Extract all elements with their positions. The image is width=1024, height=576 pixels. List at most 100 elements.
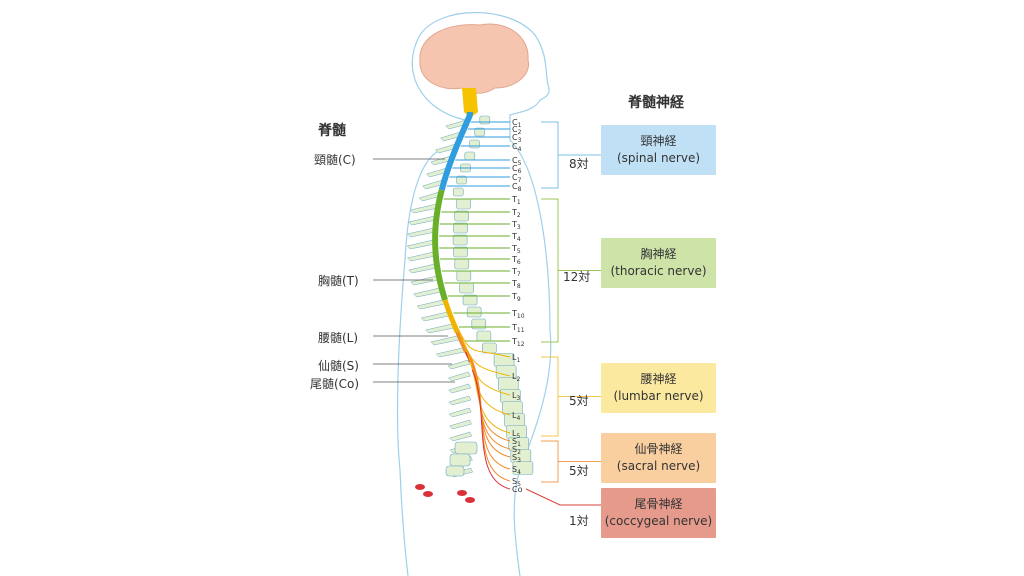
vertebra bbox=[456, 198, 471, 210]
vertebra bbox=[464, 151, 476, 161]
spinous-process bbox=[449, 419, 472, 430]
segment-label: C3 bbox=[512, 133, 522, 144]
count-thoracic: 12対 bbox=[563, 270, 591, 284]
box-coccygeal-jp: 尾骨神経 bbox=[634, 497, 683, 511]
cord-segment bbox=[432, 189, 448, 301]
segment-label: T9 bbox=[511, 292, 521, 303]
segment-label: C6 bbox=[512, 164, 522, 175]
vertebra bbox=[476, 330, 492, 342]
coccyx bbox=[423, 491, 433, 497]
segment-label: T1 bbox=[511, 195, 521, 206]
coccyx bbox=[457, 490, 467, 496]
coccyx bbox=[465, 497, 475, 503]
count-lumbar: 5対 bbox=[569, 394, 589, 408]
segment-label: Co bbox=[512, 485, 523, 494]
spinous-process bbox=[408, 263, 438, 274]
vertebra bbox=[456, 270, 472, 282]
box-sacral-jp: 仙骨神経 bbox=[634, 442, 683, 456]
box-sacral-en: (sacral nerve) bbox=[616, 459, 701, 473]
spinous-process bbox=[425, 323, 455, 334]
segment-label: C2 bbox=[512, 125, 522, 136]
box-cervical: 頸神経 (spinal nerve) bbox=[601, 125, 716, 175]
box-coccygeal: 尾骨神経 (coccygeal nerve) bbox=[601, 488, 716, 538]
count-sacral: 5対 bbox=[569, 464, 589, 478]
vertebra bbox=[452, 234, 468, 246]
cord-segment bbox=[455, 331, 469, 353]
segment-label: L5 bbox=[512, 429, 520, 440]
box-lumbar-en: (lumbar nerve) bbox=[613, 389, 704, 403]
spinous-process bbox=[448, 407, 472, 418]
group-bracket bbox=[525, 488, 601, 506]
spinous-process bbox=[447, 371, 471, 382]
spinous-process bbox=[406, 239, 436, 250]
segment-label: S3 bbox=[512, 453, 521, 464]
nerve-sacral bbox=[471, 361, 511, 470]
segment-label: L2 bbox=[512, 372, 520, 383]
spinous-process bbox=[413, 287, 442, 298]
box-thoracic-jp: 胸神経 bbox=[640, 247, 677, 261]
vertebra bbox=[459, 282, 474, 294]
segment-label: T3 bbox=[511, 220, 521, 231]
brainstem bbox=[462, 88, 478, 118]
segment-label: L1 bbox=[512, 353, 520, 364]
spinous-process bbox=[449, 431, 473, 442]
cord-segment bbox=[438, 111, 473, 191]
spinous-process bbox=[430, 335, 460, 346]
segment-label: C7 bbox=[512, 173, 522, 184]
segment-label: S2 bbox=[512, 445, 521, 456]
sacrum-block bbox=[445, 465, 465, 477]
spinous-process bbox=[420, 311, 450, 322]
segment-label: T8 bbox=[511, 279, 521, 290]
cord-segment bbox=[442, 299, 460, 333]
segment-label: C4 bbox=[512, 142, 522, 153]
nerve-coccygeal bbox=[471, 369, 511, 490]
spinous-process bbox=[447, 359, 471, 370]
group-bracket bbox=[541, 440, 601, 483]
vertebra bbox=[462, 294, 478, 306]
spinous-process bbox=[407, 251, 436, 262]
box-coccygeal-en: (coccygeal nerve) bbox=[604, 514, 713, 528]
segment-label: T5 bbox=[511, 244, 521, 255]
cord-label-thoracic: 胸髄(T) bbox=[318, 274, 359, 288]
vertebra bbox=[474, 127, 485, 137]
vertebra bbox=[466, 306, 482, 318]
vertebra bbox=[479, 115, 491, 125]
coccyx bbox=[415, 484, 425, 490]
segment-label: T12 bbox=[511, 337, 525, 348]
vertebra bbox=[482, 342, 497, 354]
vertebra bbox=[454, 210, 469, 222]
segment-label: T10 bbox=[511, 309, 525, 320]
group-bracket bbox=[541, 121, 601, 189]
group-bracket bbox=[541, 198, 601, 343]
segment-label: T4 bbox=[511, 232, 521, 243]
brain bbox=[419, 23, 530, 94]
vertebra bbox=[453, 222, 468, 234]
segment-label: L4 bbox=[512, 411, 520, 422]
cord-label-coccygeal: 尾髄(Co) bbox=[310, 377, 360, 391]
box-sacral: 仙骨神経 (sacral nerve) bbox=[601, 433, 716, 483]
count-coccygeal: 1対 bbox=[569, 514, 589, 528]
box-cervical-en: (spinal nerve) bbox=[616, 151, 701, 165]
sacrum-block bbox=[454, 441, 478, 455]
box-thoracic: 胸神経 (thoracic nerve) bbox=[601, 238, 716, 288]
box-cervical-jp: 頸神経 bbox=[640, 134, 677, 148]
spinous-process bbox=[408, 215, 438, 226]
spinous-process bbox=[406, 227, 436, 238]
count-cervical: 8対 bbox=[569, 157, 589, 171]
vertebra bbox=[452, 187, 464, 197]
nerves-title: 脊髄神経 bbox=[628, 95, 684, 111]
segment-label: C1 bbox=[512, 118, 522, 129]
box-lumbar: 腰神経 (lumbar nerve) bbox=[601, 363, 716, 413]
vertebra bbox=[453, 246, 468, 258]
vertebra bbox=[512, 461, 534, 475]
cord-title: 脊髄 bbox=[318, 123, 346, 139]
cord-label-sacral: 仙髄(S) bbox=[318, 359, 359, 373]
spinous-process bbox=[448, 395, 472, 406]
segment-label: T6 bbox=[511, 255, 521, 266]
segment-label: S5 bbox=[512, 477, 521, 488]
spinous-process bbox=[410, 275, 440, 286]
box-thoracic-en: (thoracic nerve) bbox=[610, 264, 707, 278]
segment-label: C5 bbox=[512, 156, 522, 167]
